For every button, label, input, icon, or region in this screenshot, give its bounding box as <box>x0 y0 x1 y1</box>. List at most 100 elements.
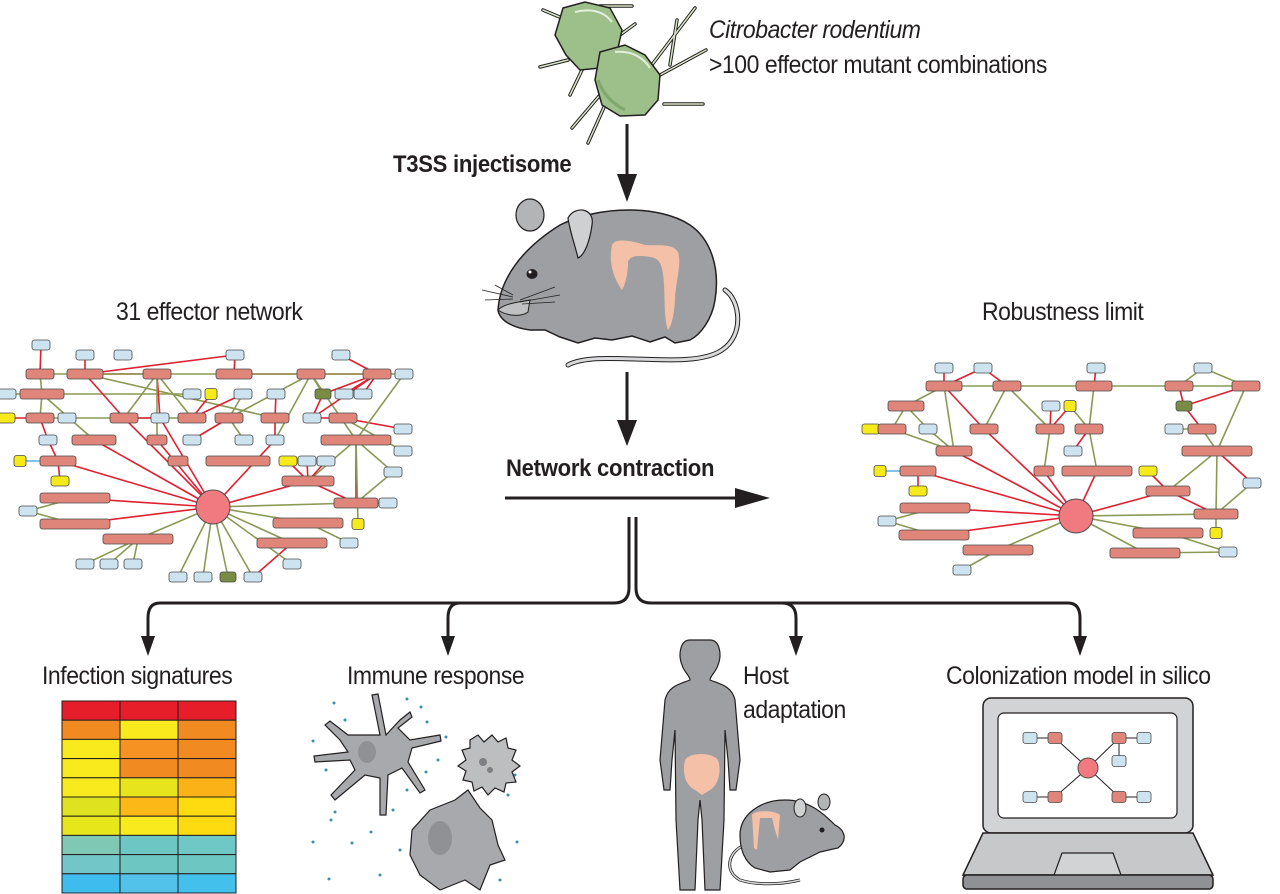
yellow-node <box>50 475 70 487</box>
cytokine-dot <box>311 739 315 743</box>
heatmap-cell <box>119 758 179 779</box>
cytokine-dot <box>436 758 440 762</box>
contraction-label: Network contraction <box>506 455 715 482</box>
green-node <box>1175 400 1193 412</box>
cytokine-dot <box>391 808 395 812</box>
effector-node <box>333 497 379 509</box>
host-target-node <box>38 434 58 446</box>
host-target-node <box>1242 477 1262 489</box>
host-target-node <box>1136 791 1152 803</box>
cytokine-dot <box>332 701 336 705</box>
effector-node <box>1231 380 1261 392</box>
network-edge <box>943 385 985 430</box>
heatmap-cell <box>61 796 121 817</box>
host-target-node <box>1022 732 1038 744</box>
effector-node <box>328 412 358 424</box>
hub-edge <box>212 502 357 508</box>
effector-node <box>1164 380 1194 392</box>
effector-node <box>899 465 937 477</box>
immune-cells-icon <box>311 693 521 891</box>
effector-node <box>39 455 77 467</box>
effector-node <box>272 517 344 529</box>
yellow-node <box>0 412 16 424</box>
network-edge <box>84 373 125 419</box>
laptop-icon <box>961 697 1215 890</box>
effector-node <box>142 368 172 380</box>
network-edge <box>1088 385 1095 430</box>
heatmap-cell <box>177 700 237 721</box>
heatmap-cell <box>61 719 121 740</box>
heatmap-cell <box>177 758 237 779</box>
host-target-node <box>57 412 77 424</box>
host-target-node <box>383 466 403 478</box>
host-target-node <box>168 571 188 583</box>
heatmap-cell <box>119 854 179 875</box>
host-target-node <box>378 497 398 509</box>
effector-node <box>1111 791 1127 803</box>
cytokine-dot <box>424 770 428 774</box>
right-network-title: Robustness limit <box>982 298 1144 326</box>
effector-node <box>992 380 1022 392</box>
effector-node <box>362 368 392 380</box>
cytokine-dot <box>329 818 333 822</box>
network-edge <box>355 439 359 525</box>
host-target-node <box>353 388 373 400</box>
effector-node <box>25 368 55 380</box>
effector-node <box>109 412 139 424</box>
host-target-node <box>1164 423 1184 435</box>
green-node <box>219 571 237 583</box>
left-network-title: 31 effector network <box>116 298 303 326</box>
yellow-node <box>204 388 218 400</box>
host-target-node <box>331 349 351 361</box>
heatmap-cell <box>119 834 179 856</box>
heatmap-cell <box>177 815 237 836</box>
host-target-node <box>193 571 213 583</box>
host-target-node <box>18 505 38 517</box>
host-target-node <box>266 388 286 400</box>
heatmap-cell <box>177 719 237 740</box>
effector-node <box>962 544 1034 556</box>
heatmap-cell <box>61 738 121 760</box>
host-target-node <box>952 564 972 576</box>
hub-edge <box>953 450 1077 517</box>
effector-node <box>71 434 117 446</box>
yellow-node <box>1063 400 1077 412</box>
outcome-colonization-model: Colonization model in silico <box>946 662 1211 690</box>
host-target-node <box>1193 362 1213 374</box>
host-target-node <box>234 434 254 446</box>
cytokine-dot <box>327 877 331 881</box>
effector-node <box>39 518 111 530</box>
outcome-host-line1: Host <box>743 662 789 690</box>
host-target-node <box>339 537 359 549</box>
hub-edge <box>917 470 1077 517</box>
heatmap-cell <box>177 796 237 817</box>
cytokine-dot <box>498 878 502 882</box>
branch-arrowheads <box>141 636 1087 656</box>
network-edge <box>274 373 312 441</box>
host-target-node <box>243 571 263 583</box>
heatmap-cell <box>119 719 179 740</box>
effector-node <box>260 412 290 424</box>
hub-edge <box>93 439 214 508</box>
heatmap-cell <box>61 758 121 779</box>
cytokine-dot <box>398 848 402 852</box>
effector-node <box>256 537 328 549</box>
effector-node <box>899 502 971 514</box>
heatmap-icon <box>61 700 237 894</box>
hub-edge <box>57 460 214 508</box>
host-target-node <box>934 362 954 374</box>
effector-node <box>19 388 65 400</box>
injectisome-label: T3SS injectisome <box>393 151 572 178</box>
effector-node <box>205 455 271 467</box>
effector-node <box>281 475 335 487</box>
effector-node <box>1109 547 1181 559</box>
human-silhouette-icon <box>659 639 741 891</box>
host-target-node <box>302 412 322 424</box>
contraction-arrow <box>505 488 770 508</box>
host-target-node <box>1136 732 1152 744</box>
arrow-down-2 <box>617 372 637 446</box>
effector-node <box>215 368 253 380</box>
effector-node <box>1187 423 1217 435</box>
heatmap-cell <box>61 873 121 894</box>
